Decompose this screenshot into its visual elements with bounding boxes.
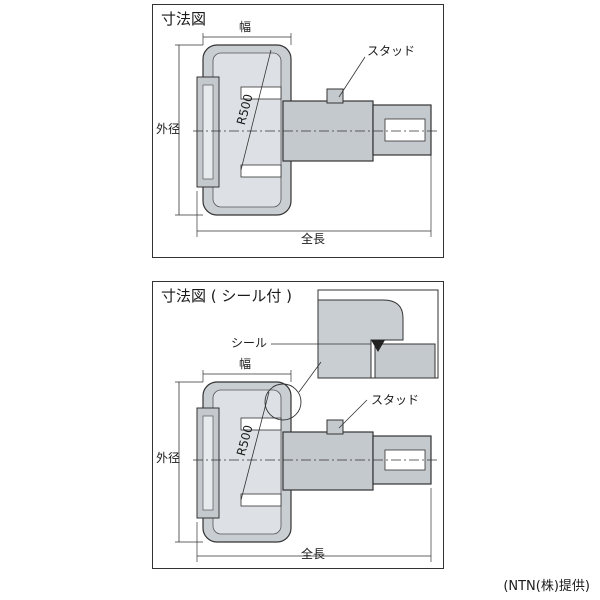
radius-line — [240, 391, 270, 501]
thread-hole — [384, 118, 426, 142]
outer-diameter-label: 外径 — [156, 451, 181, 465]
outer-ring-face — [212, 52, 282, 208]
stud-shoulder — [326, 88, 344, 104]
flange-face — [202, 84, 214, 180]
width-label: 幅 — [239, 20, 252, 34]
sealed-dimension-diagram-panel: 寸法図 ( シール付 ) シール 幅 スタッド 外径 R500 全長 — [152, 281, 444, 569]
cam-follower-drawing — [175, 33, 438, 237]
dimension-diagram-panel: 寸法図 幅 スタッド 外径 R500 全長 — [152, 4, 444, 258]
sealed-cam-follower-drawing — [175, 289, 439, 562]
outer-diameter-label: 外径 — [156, 122, 181, 136]
overall-length-label: 全長 — [301, 547, 326, 561]
roller — [240, 493, 282, 507]
stud-leader — [338, 399, 368, 429]
seal-label: シール — [231, 336, 268, 350]
width-label: 幅 — [239, 357, 252, 371]
panel-title: 寸法図 — [161, 10, 207, 28]
overall-length-label: 全長 — [301, 232, 326, 246]
seal-callout-circle — [264, 383, 302, 421]
roller — [240, 164, 282, 178]
panel-title: 寸法図 ( シール付 ) — [161, 287, 293, 305]
radius-line — [240, 49, 272, 171]
credit-text: (NTN(株)提供) — [503, 579, 590, 594]
stud-leader — [338, 56, 366, 98]
stud-label: スタッド — [367, 44, 416, 58]
outer-ring-face — [212, 389, 282, 535]
roller — [240, 86, 282, 100]
seal — [371, 340, 385, 352]
stud — [282, 431, 374, 491]
stud-label: スタッド — [371, 393, 420, 407]
